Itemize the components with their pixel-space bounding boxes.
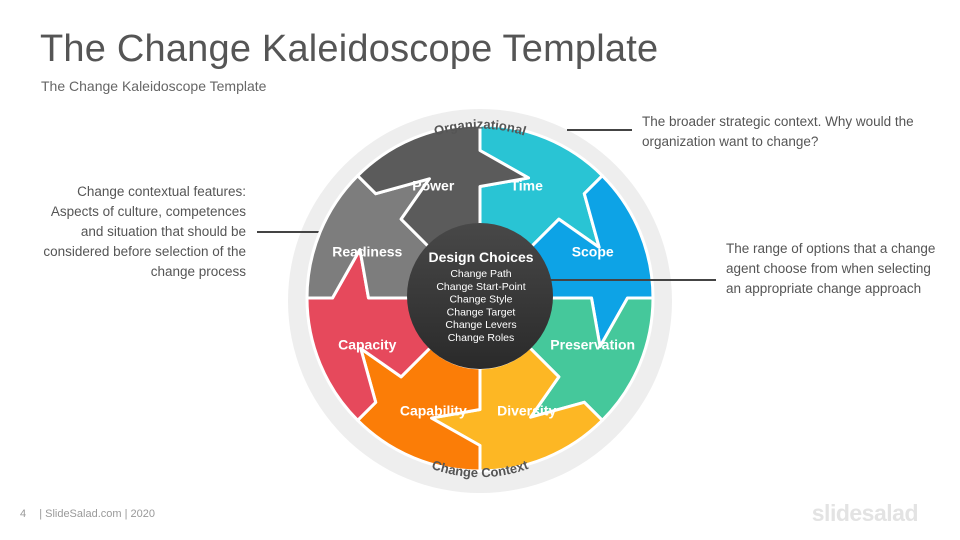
- segment-label-capacity: Capacity: [338, 337, 397, 353]
- slide-subtitle: The Change Kaleidoscope Template: [41, 78, 267, 94]
- footer: 4 | SlideSalad.com | 2020: [20, 508, 155, 520]
- center-circle: [407, 223, 553, 369]
- center-item: Change Roles: [448, 332, 515, 344]
- center-item: Change Start-Point: [436, 281, 525, 293]
- note-strategic-context: The broader strategic context. Why would…: [642, 114, 914, 149]
- brand-logo: slidesalad: [811, 500, 919, 526]
- segment-label-capability: Capability: [400, 403, 467, 419]
- note-design-options: The range of options that a change agent…: [726, 241, 936, 296]
- segment-label-readiness: Readiness: [332, 243, 402, 259]
- segment-label-preservation: Preservation: [550, 337, 635, 353]
- center-item: Change Levers: [445, 319, 516, 331]
- segment-label-power: Power: [412, 177, 455, 193]
- segment-label-time: Time: [510, 177, 543, 193]
- slide-title: The Change Kaleidoscope Template: [40, 28, 659, 70]
- center-item: Change Path: [450, 268, 511, 280]
- ring-label-top: Organizational: [432, 117, 528, 139]
- center-item: Change Target: [447, 306, 516, 318]
- segment-label-scope: Scope: [572, 243, 614, 259]
- center-item: Change Style: [449, 294, 512, 306]
- center-title: Design Choices: [428, 249, 533, 265]
- note-contextual-features: Change contextual features: Aspects of c…: [43, 184, 246, 279]
- page-number: 4: [20, 508, 27, 520]
- segment-label-diversity: Diversity: [497, 403, 556, 419]
- footer-text: | SlideSalad.com | 2020: [39, 508, 155, 520]
